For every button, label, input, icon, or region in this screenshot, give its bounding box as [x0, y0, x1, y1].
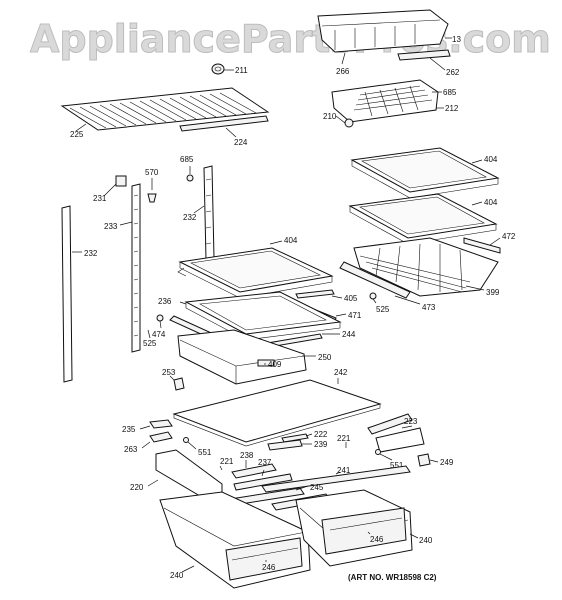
label-525-right: 525 — [376, 305, 390, 314]
part-263-rail — [149, 431, 173, 443]
part-237-rail — [233, 473, 293, 491]
part-240-crisper-left — [159, 491, 311, 589]
part-570-screw — [147, 193, 157, 203]
part-222-bracket — [281, 433, 309, 443]
label-220: 220 — [130, 483, 144, 492]
label-474: 474 — [152, 330, 166, 339]
label-235: 235 — [122, 425, 136, 434]
label-222: 222 — [314, 430, 328, 439]
label-13: 13 — [452, 35, 461, 44]
part-404-shelf-center — [177, 247, 334, 299]
label-525-left: 525 — [143, 339, 157, 348]
part-404-shelf-top — [350, 147, 500, 199]
label-266: 266 — [336, 67, 350, 76]
label-237: 237 — [258, 458, 272, 467]
label-570: 570 — [145, 168, 159, 177]
label-262: 262 — [446, 68, 460, 77]
part-212-pan-frame — [331, 79, 439, 123]
part-239-bracket — [267, 439, 303, 451]
label-409: 409 — [268, 360, 282, 369]
label-405: 405 — [344, 294, 358, 303]
part-220-support — [155, 449, 223, 501]
label-404-top: 404 — [484, 155, 498, 164]
part-250-pan — [177, 329, 307, 385]
part-240-crisper-right — [295, 489, 413, 567]
part-225-wire-shelf — [60, 87, 270, 132]
label-253: 253 — [162, 368, 176, 377]
label-472: 472 — [502, 232, 516, 241]
part-474-screw — [156, 314, 164, 322]
part-405-rail — [295, 289, 335, 299]
part-685-screw — [186, 174, 194, 182]
label-246-right: 246 — [370, 535, 384, 544]
part-551-screw-right — [375, 449, 381, 455]
label-246-left: 246 — [262, 563, 276, 572]
label-224: 224 — [234, 138, 248, 147]
part-266-drawer — [317, 9, 451, 61]
label-225: 225 — [70, 130, 84, 139]
part-241-rail — [261, 465, 411, 493]
label-221-left: 221 — [220, 457, 234, 466]
part-473-rail — [339, 261, 411, 299]
label-238: 238 — [240, 451, 254, 460]
label-232-center: 232 — [183, 213, 197, 222]
label-245: 245 — [310, 483, 324, 492]
label-685-mid: 685 — [180, 155, 194, 164]
part-242-glass-panel — [172, 379, 382, 447]
label-404-mid: 404 — [484, 198, 498, 207]
label-242: 242 — [334, 368, 348, 377]
label-404-center: 404 — [284, 236, 298, 245]
part-210-screw — [344, 118, 354, 128]
label-473: 473 — [422, 303, 436, 312]
part-233-ladder — [131, 183, 141, 353]
label-551-left: 551 — [198, 448, 212, 457]
part-399-basket — [353, 237, 499, 297]
label-471: 471 — [348, 311, 362, 320]
part-211-knob — [211, 63, 225, 75]
part-232-rail-left — [61, 205, 73, 383]
label-232-left: 232 — [84, 249, 98, 258]
label-210: 210 — [323, 112, 337, 121]
part-231-clip — [115, 175, 127, 187]
part-232-rail-center — [203, 165, 215, 261]
label-551-right: 551 — [390, 461, 404, 470]
label-250: 250 — [318, 353, 332, 362]
part-235-rail — [149, 419, 173, 429]
watermark: AppliancePartsPros.com — [30, 17, 551, 61]
part-249-hinge — [417, 453, 431, 467]
label-263: 263 — [124, 445, 138, 454]
label-685-top: 685 — [443, 88, 457, 97]
label-236: 236 — [158, 297, 172, 306]
part-472-rail — [463, 237, 501, 254]
part-404-shelf-mid — [348, 193, 498, 245]
part-525-screw-right — [369, 292, 377, 300]
label-244: 244 — [342, 330, 356, 339]
label-223: 223 — [404, 417, 418, 426]
label-249: 249 — [440, 458, 454, 467]
label-231: 231 — [93, 194, 107, 203]
part-238-rail — [231, 463, 277, 479]
label-233: 233 — [104, 222, 118, 231]
part-223-rail — [367, 413, 425, 453]
label-399: 399 — [486, 288, 500, 297]
label-239: 239 — [314, 440, 328, 449]
label-221-center: 221 — [337, 434, 351, 443]
part-551-screw-left — [183, 437, 189, 443]
label-240-right: 240 — [419, 536, 433, 545]
art-number: (ART NO. WR18598 C2) — [348, 573, 437, 582]
part-253-clip — [173, 377, 185, 391]
label-241: 241 — [337, 466, 351, 475]
label-240-left: 240 — [170, 571, 184, 580]
label-212: 212 — [445, 104, 459, 113]
label-211: 211 — [235, 66, 248, 75]
